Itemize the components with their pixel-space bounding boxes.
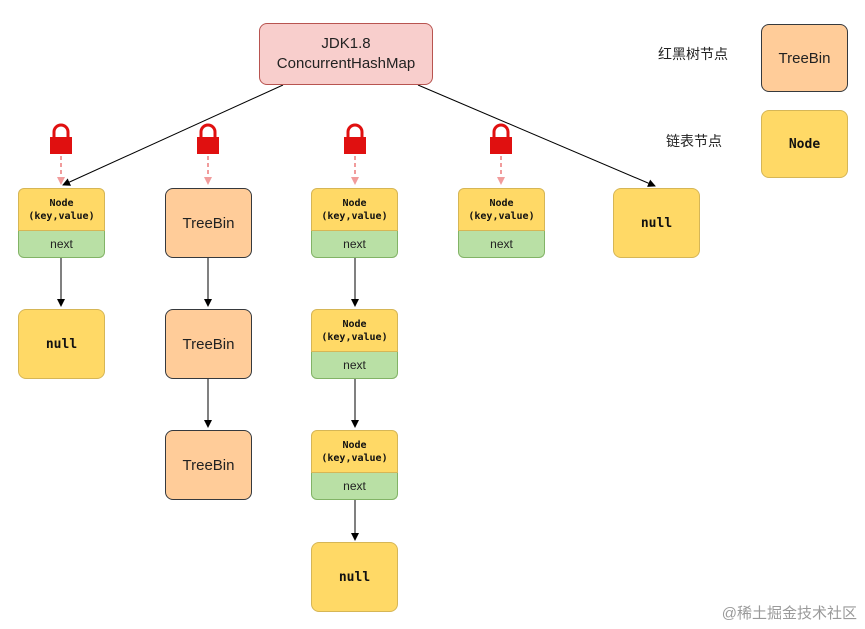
edge-root-bucket5 (417, 84, 656, 187)
node-title: Node (342, 439, 367, 451)
root-line2: ConcurrentHashMap (276, 55, 416, 72)
node-entry: Node (key,value) next (311, 188, 398, 258)
node-kv: (key,value) (321, 452, 388, 464)
node-kv: (key,value) (28, 210, 95, 222)
watermark: @稀土掘金技术社区 (721, 605, 857, 622)
node-next: next (311, 352, 398, 379)
lock-icon (344, 123, 366, 154)
node-entry: Node (key,value) next (18, 188, 105, 258)
node-title: Node (342, 197, 367, 209)
null-node: null (613, 188, 700, 258)
root-concurrenthashmap: JDK1.8 ConcurrentHashMap (259, 23, 433, 85)
node-title: Node (489, 197, 514, 209)
lock-icon (490, 123, 512, 154)
treebin-node: TreeBin (165, 188, 252, 258)
treebin-node: TreeBin (165, 309, 252, 379)
node-entry: Node (key,value) next (311, 309, 398, 379)
edge-root-bucket1 (62, 84, 284, 186)
node-next: next (311, 231, 398, 258)
node-next: next (458, 231, 545, 258)
node-next: next (311, 473, 398, 500)
node-title: Node (49, 197, 74, 209)
node-entry: Node (key,value) next (311, 430, 398, 500)
node-kv: (key,value) (321, 210, 388, 222)
null-node: null (311, 542, 398, 612)
node-next: next (18, 231, 105, 258)
node-kv: (key,value) (321, 331, 388, 343)
legend-list-label: 链表节点 (666, 133, 722, 149)
legend-node-box: Node (761, 110, 848, 178)
lock-icon (50, 123, 72, 154)
node-title: Node (342, 318, 367, 330)
lock-icon (197, 123, 219, 154)
root-line1: JDK1.8 (321, 35, 371, 52)
node-kv: (key,value) (468, 210, 535, 222)
null-node: null (18, 309, 105, 379)
legend-treebin-box: TreeBin (761, 24, 848, 92)
legend-redblack-label: 红黑树节点 (658, 46, 728, 62)
treebin-node: TreeBin (165, 430, 252, 500)
node-entry: Node (key,value) next (458, 188, 545, 258)
